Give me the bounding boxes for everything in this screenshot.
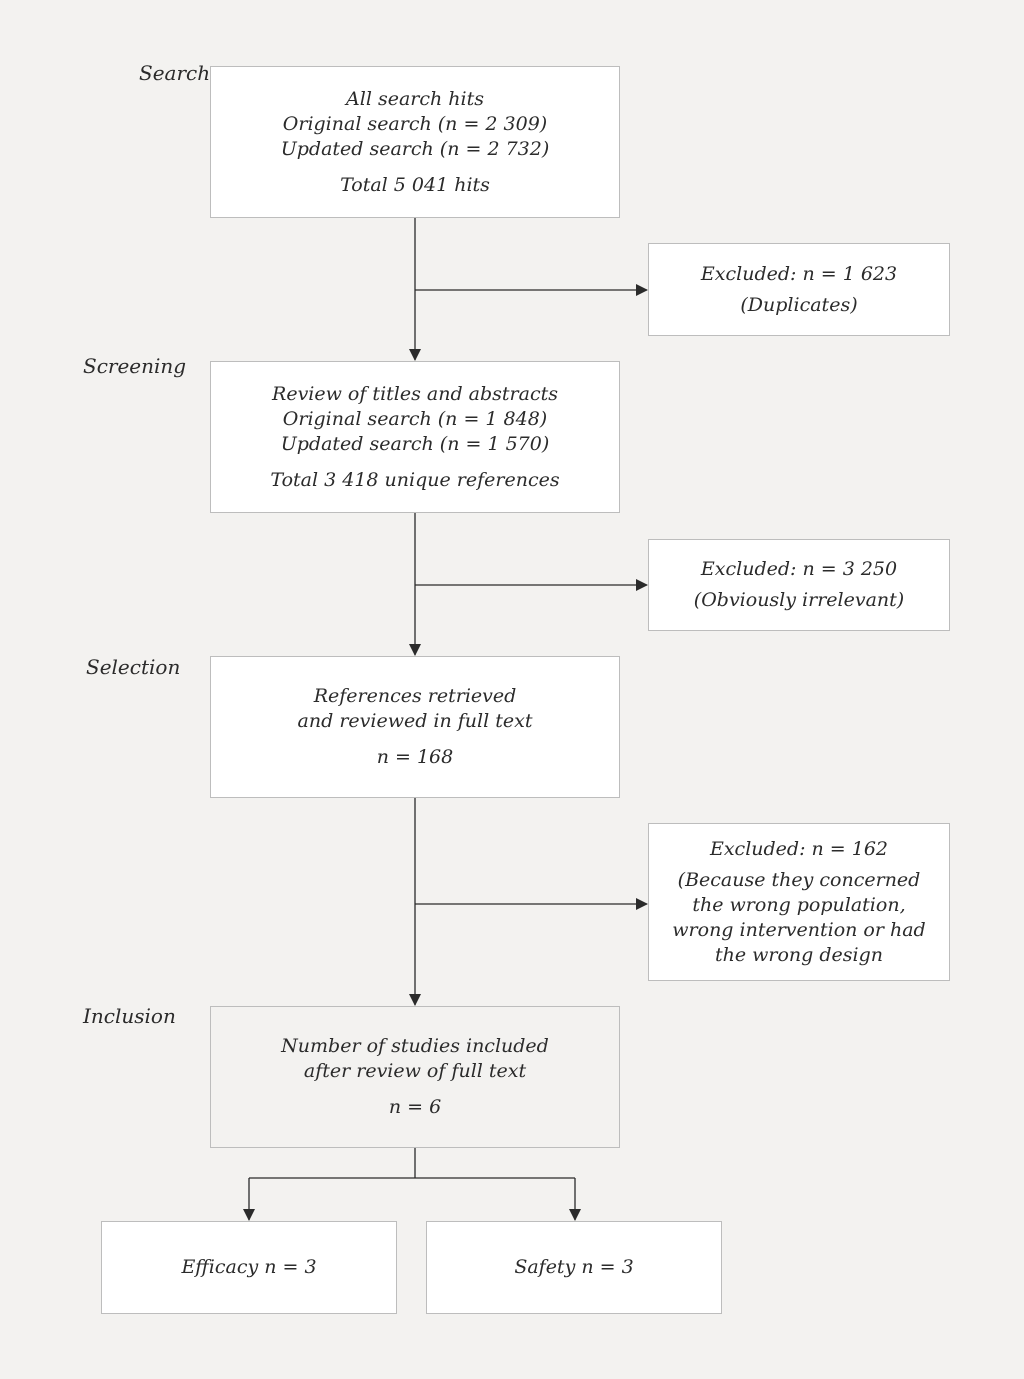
inclusion-box: Number of studies included after review … — [210, 1006, 620, 1148]
excluded-fulltext-line4: wrong intervention or had — [672, 918, 926, 941]
excluded-duplicates-line1: Excluded: n = 1 623 — [700, 262, 898, 285]
search-box-line2: Original search (n = 2 309) — [282, 112, 548, 135]
excluded-irrelevant-box: Excluded: n = 3 250 (Obviously irrelevan… — [648, 539, 950, 631]
search-box-line3: Updated search (n = 2 732) — [280, 137, 550, 160]
excluded-irrelevant-line1: Excluded: n = 3 250 — [700, 558, 898, 580]
search-box-total: Total 5 041 hits — [340, 173, 490, 196]
screening-box-total: Total 3 418 unique references — [270, 468, 560, 491]
efficacy-box: Efficacy n = 3 — [101, 1221, 397, 1314]
search-box-line1: All search hits — [346, 87, 484, 110]
stage-label-inclusion: Inclusion — [83, 1004, 176, 1028]
screening-box-line3: Updated search (n = 1 570) — [280, 432, 550, 455]
inclusion-box-total: n = 6 — [388, 1096, 442, 1118]
safety-box: Safety n = 3 — [426, 1221, 722, 1314]
stage-label-search: Search — [139, 61, 211, 85]
excluded-fulltext-line2: (Because they concerned — [677, 868, 921, 891]
excluded-irrelevant-line2: (Obviously irrelevant) — [693, 589, 905, 611]
excluded-fulltext-line5: the wrong design — [714, 943, 883, 966]
excluded-fulltext-line1: Excluded: n = 162 — [709, 837, 889, 860]
efficacy-label: Efficacy n = 3 — [181, 1256, 317, 1278]
stage-label-selection: Selection — [86, 655, 181, 679]
selection-box-line2: and reviewed in full text — [297, 710, 533, 732]
stage-label-screening: Screening — [83, 354, 187, 378]
selection-box-total: n = 168 — [376, 746, 454, 768]
inclusion-box-line1: Number of studies included — [281, 1035, 549, 1057]
inclusion-box-line2: after review of full text — [303, 1060, 527, 1082]
selection-box-line1: References retrieved — [313, 685, 517, 707]
screening-box-line1: Review of titles and abstracts — [272, 382, 558, 405]
selection-box: References retrieved and reviewed in ful… — [210, 656, 620, 798]
screening-box: Review of titles and abstracts Original … — [210, 361, 620, 513]
excluded-duplicates-line2: (Duplicates) — [740, 293, 858, 316]
excluded-fulltext-line3: the wrong population, — [692, 893, 906, 916]
excluded-fulltext-box: Excluded: n = 162 (Because they concerne… — [648, 823, 950, 981]
excluded-duplicates-box: Excluded: n = 1 623 (Duplicates) — [648, 243, 950, 336]
safety-label: Safety n = 3 — [514, 1256, 634, 1278]
screening-box-line2: Original search (n = 1 848) — [282, 407, 548, 430]
search-box: All search hits Original search (n = 2 3… — [210, 66, 620, 218]
